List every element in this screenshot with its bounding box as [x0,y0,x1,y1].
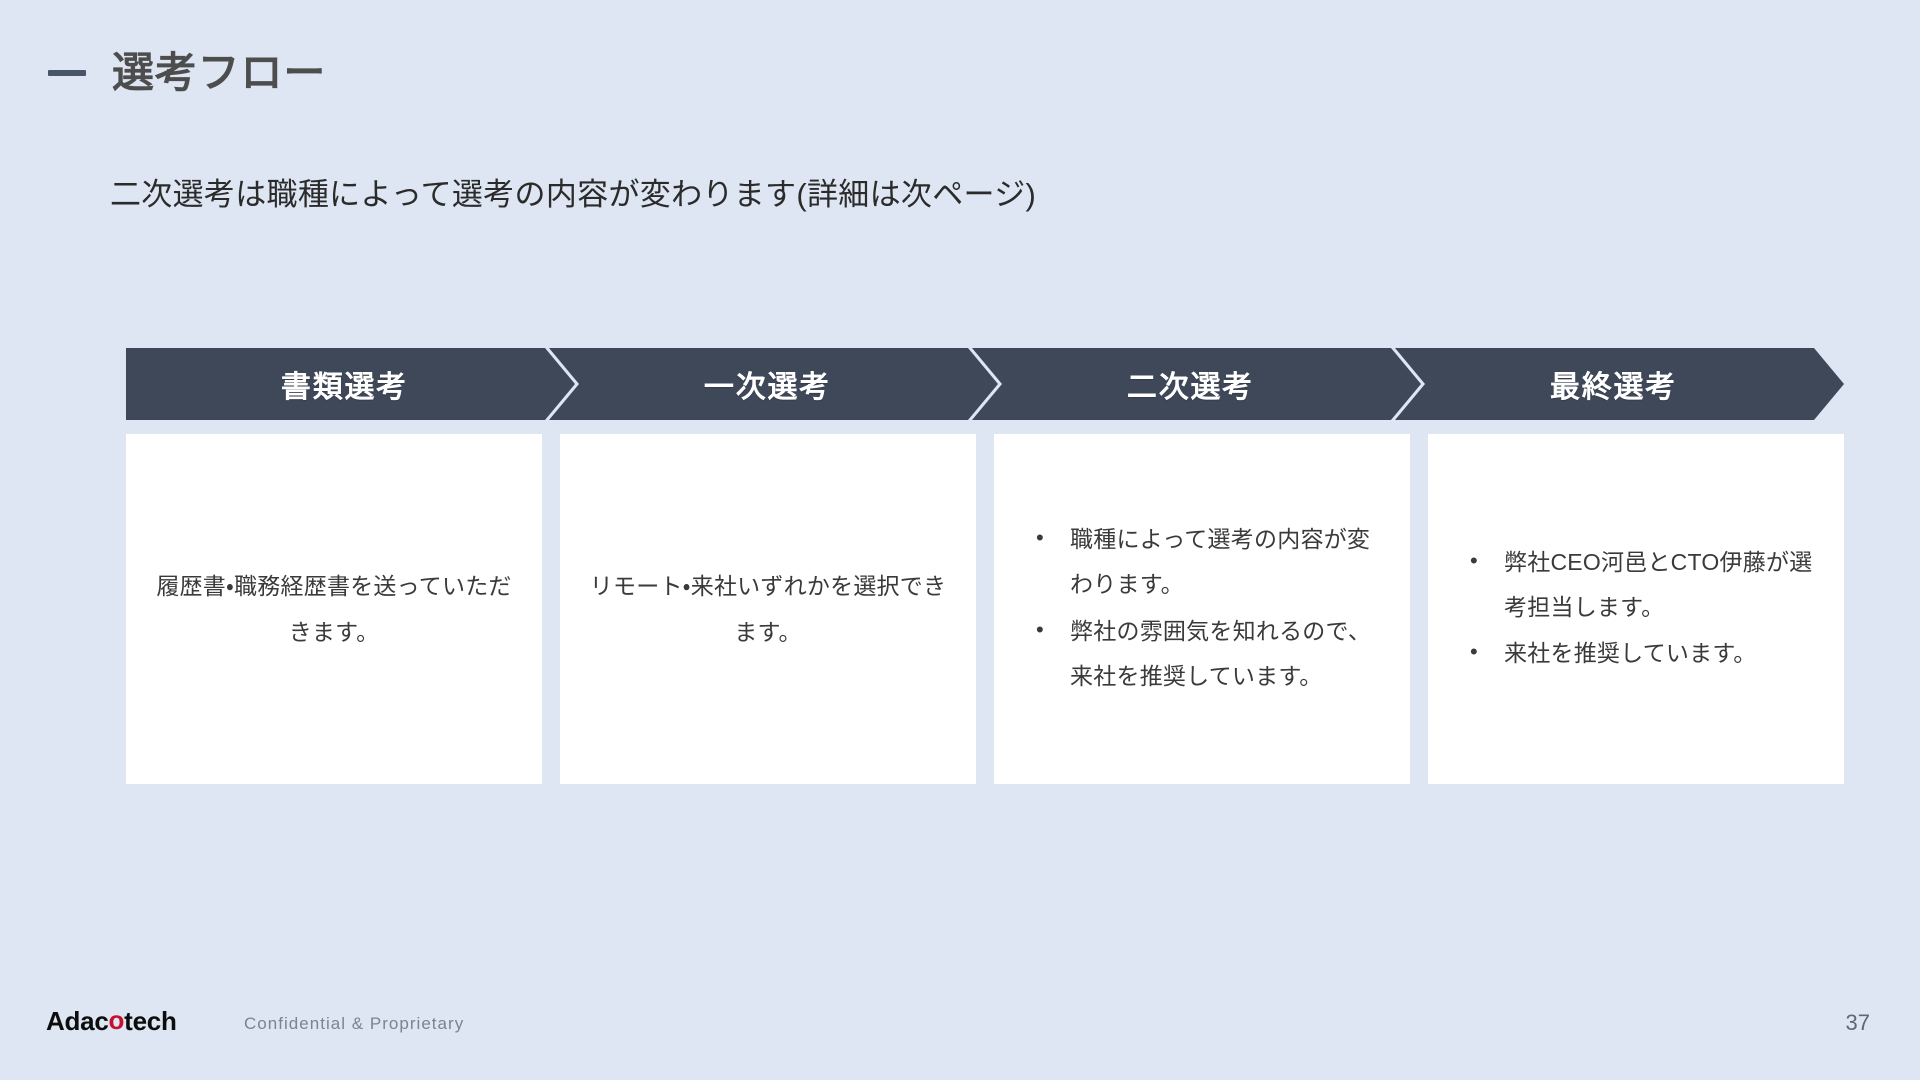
flow-step-header-label: 最終選考 [1549,371,1678,404]
flow-step-card-1: 履歴書・職務経歴書を送っていただきます。 [126,434,542,784]
logo-text-pre: Adac [46,1006,109,1036]
page-subtitle: 二次選考は職種によって選考の内容が変わります(詳細は次ページ) [110,177,1037,212]
flow-step-card-3: 職種によって選考の内容が変わります。 弊社の雰囲気を知れるので、来社を推奨してい… [994,434,1410,784]
flow-step-header-1[interactable]: 書類選考 [126,348,575,420]
selection-flow-diagram: 書類選考 一次選考 二次選考 最終選考 履歴書・職務経歴書を送っていただきます。… [126,348,1844,784]
flow-step-header-label: 一次選考 [703,371,832,404]
list-item: 来社を推奨しています。 [1456,631,1816,676]
flow-step-card-text: 履歴書・職務経歴書を送っていただきます。 [156,573,512,645]
page-title-text: 選考フロー [112,49,327,96]
page-title: 選考フロー [48,52,326,94]
logo-text-post: tech [124,1006,177,1036]
list-item: 職種によって選考の内容が変わります。 [1022,517,1382,607]
flow-step-bullet-list: 職種によって選考の内容が変わります。 弊社の雰囲気を知れるので、来社を推奨してい… [1022,517,1382,700]
flow-step-header-3[interactable]: 二次選考 [972,348,1421,420]
title-dash-icon [48,70,86,76]
flow-step-bullet-list: 弊社CEO河邑とCTO伊藤が選考担当します。 来社を推奨しています。 [1456,540,1816,679]
flow-step-header-label: 二次選考 [1126,371,1255,404]
list-item: 弊社の雰囲気を知れるので、来社を推奨しています。 [1022,609,1382,699]
flow-step-header-2[interactable]: 一次選考 [549,348,998,420]
flow-step-card-2: リモート・来社いずれかを選択できます。 [560,434,976,784]
confidential-notice: Confidential & Proprietary [244,1014,465,1033]
flow-step-header-4[interactable]: 最終選考 [1395,348,1844,420]
flow-header-row: 書類選考 一次選考 二次選考 最終選考 [126,348,1844,420]
page-number: 37 [1845,1010,1870,1035]
logo-accent-icon: o [108,1005,125,1035]
flow-card-row: 履歴書・職務経歴書を送っていただきます。 リモート・来社いずれかを選択できます。… [126,434,1844,784]
list-item: 弊社CEO河邑とCTO伊藤が選考担当します。 [1456,540,1816,630]
flow-step-card-4: 弊社CEO河邑とCTO伊藤が選考担当します。 来社を推奨しています。 [1428,434,1844,784]
flow-step-card-text: リモート・来社いずれかを選択できます。 [589,573,947,645]
flow-step-header-label: 書類選考 [280,371,409,404]
